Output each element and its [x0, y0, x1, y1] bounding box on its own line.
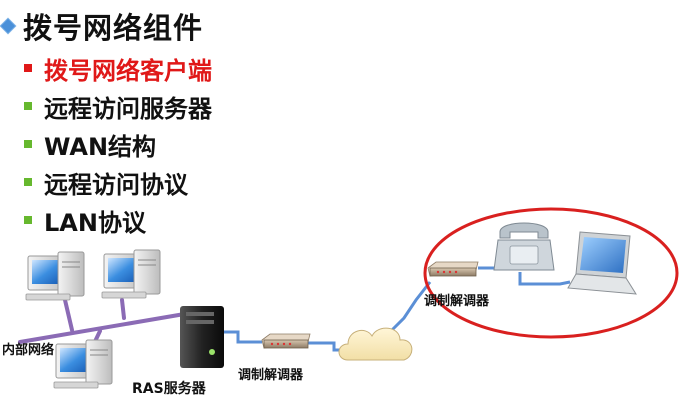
telephone-icon [493, 222, 555, 271]
bullet-item: 远程访问协议 [24, 163, 212, 201]
square-bullet-icon [24, 216, 32, 224]
modem-client-label: 调制解调器 [424, 294, 490, 309]
bullet-item: WAN结构 [24, 125, 212, 163]
laptop-icon [567, 231, 637, 295]
workstation-icon [101, 249, 161, 299]
ras-server-label: RAS服务器 [132, 381, 206, 397]
square-bullet-icon [24, 140, 32, 148]
bullet-item: 远程访问服务器 [24, 87, 212, 125]
bullet-text: WAN结构 [44, 132, 157, 161]
square-bullet-icon [24, 64, 32, 72]
square-bullet-icon [24, 178, 32, 186]
modem-icon [261, 333, 311, 349]
modem-icon [427, 261, 479, 277]
cloud-icon [338, 327, 413, 361]
bullet-text: LAN协议 [44, 208, 146, 237]
lan-label: 内部网络 [2, 343, 55, 358]
workstation-icon [25, 251, 85, 301]
slide-title: 拨号网络组件 [23, 11, 204, 45]
square-bullet-icon [24, 102, 32, 110]
title-row: 拨号网络组件 [0, 6, 203, 46]
client-highlight-ring [423, 207, 679, 339]
bullet-item: LAN协议 [24, 201, 212, 239]
modem-server-label: 调制解调器 [238, 368, 304, 383]
workstation-icon [53, 339, 113, 389]
bullet-text: 远程访问协议 [44, 170, 188, 199]
bullet-list: 拨号网络客户端 远程访问服务器 WAN结构 远程访问协议 LAN协议 [24, 49, 212, 239]
bullet-item: 拨号网络客户端 [24, 49, 212, 87]
bullet-text: 远程访问服务器 [44, 94, 212, 123]
bullet-text: 拨号网络客户端 [44, 56, 212, 85]
server-tower-icon [180, 306, 224, 368]
